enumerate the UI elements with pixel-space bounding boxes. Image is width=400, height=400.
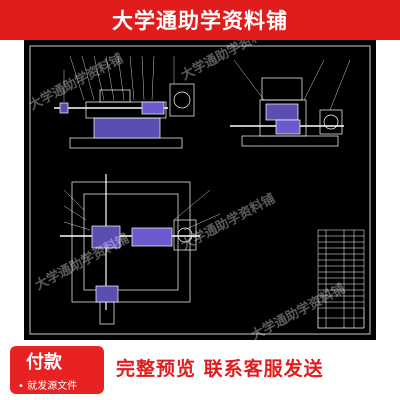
watermarks: 大学通助学资料铺 大学通助学资料铺 大学通助学资料铺 大学通助学资料铺 大学通助… [26, 40, 347, 340]
front-motor [169, 83, 195, 117]
top-inner-frame [83, 193, 179, 291]
bottom-bar: 付款 • 就发源文件 完整预览 联系客服发送 [0, 340, 400, 400]
top-view [60, 174, 221, 325]
pay-subtext: • 就发源文件 [18, 381, 78, 392]
side-carriage [265, 103, 299, 121]
front-handwheel [59, 102, 69, 114]
top-banner: 大学通助学资料铺 [0, 0, 400, 40]
side-motor [319, 109, 343, 135]
parts-list [317, 229, 365, 329]
top-y-motor [99, 301, 115, 325]
footer-slogan: 完整预览 联系客服发送 [116, 358, 324, 380]
watermark: 大学通助学资料铺 [248, 281, 347, 340]
watermark: 大学通助学资料铺 [32, 231, 131, 294]
top-center-block [91, 225, 121, 249]
top-y-coupling [95, 285, 119, 303]
top-outer-frame [71, 181, 191, 303]
front-vise [99, 89, 131, 103]
front-motor-circle [173, 91, 191, 109]
cad-drawing: 大学通助学资料铺 大学通助学资料铺 大学通助学资料铺 大学通助学资料铺 大学通助… [22, 40, 378, 340]
parts-list-table [317, 229, 365, 329]
pay-button[interactable]: 付款 • 就发源文件 [10, 346, 104, 394]
top-nut [131, 227, 173, 247]
front-base [69, 137, 183, 149]
front-nut [141, 101, 165, 115]
top-motor-circle [177, 227, 193, 243]
side-nut [275, 119, 301, 135]
watermark: 大学通助学资料铺 [178, 40, 277, 84]
banner-title: 大学通助学资料铺 [112, 9, 288, 33]
watermark: 大学通助学资料铺 [178, 191, 277, 254]
pay-label: 付款 [26, 352, 62, 373]
side-view [230, 59, 351, 147]
top-motor [173, 219, 197, 251]
front-view [54, 55, 195, 149]
front-body [93, 117, 161, 139]
drawing-border [29, 45, 371, 335]
side-top [261, 77, 303, 101]
cad-drawing-svg: 大学通助学资料铺 大学通助学资料铺 大学通助学资料铺 大学通助学资料铺 大学通助… [26, 40, 371, 340]
side-base [241, 135, 339, 147]
side-motor-circle [323, 114, 339, 130]
